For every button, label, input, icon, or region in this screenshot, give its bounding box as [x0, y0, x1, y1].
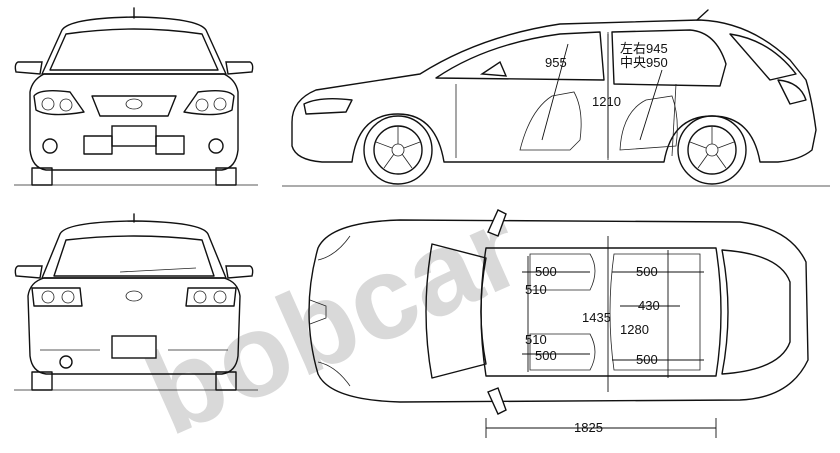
side-rear-seat — [619, 95, 678, 151]
front-body — [29, 73, 239, 171]
rear-tyre-left — [31, 371, 53, 391]
side-rear-spokes — [689, 126, 735, 169]
rear-mirror-right — [225, 265, 254, 279]
side-mirror — [479, 60, 508, 77]
front-headlight-right-lamp-1 — [213, 97, 227, 111]
front-mirror-right — [225, 61, 254, 75]
front-lower-intake — [83, 135, 185, 155]
side-taillight — [777, 79, 807, 105]
front-tyre-right — [215, 167, 237, 186]
rear-exhaust — [59, 355, 73, 369]
front-view — [14, 7, 258, 186]
rear-taillight-right — [185, 287, 237, 307]
top-grille — [309, 299, 327, 325]
front-headlight-left — [33, 89, 85, 116]
side-dim-front-headroom-label: 955 — [545, 55, 567, 70]
top-mirror-left — [487, 209, 507, 237]
side-front-spokes — [375, 126, 421, 169]
top-hood-lines — [317, 235, 351, 387]
top-rear-bench — [609, 253, 701, 371]
rear-window — [53, 235, 215, 277]
side-front-seat — [519, 91, 582, 151]
front-headlight-right — [183, 89, 235, 116]
top-dim-rear-shoulder-label: 1280 — [620, 322, 649, 337]
rear-taillight-left-lamp-2 — [61, 290, 75, 304]
side-quarter-window — [729, 33, 797, 81]
front-headlight-right-lamp-2 — [195, 98, 209, 112]
top-dim-rear-width-lower-label: 500 — [636, 352, 658, 367]
top-body — [308, 219, 809, 403]
side-rear-wheel — [677, 115, 747, 185]
rear-wiper — [119, 267, 197, 273]
front-tyre-left — [31, 167, 53, 186]
top-dim-center-gap-label: 430 — [638, 298, 660, 313]
rear-body — [27, 277, 241, 375]
side-dim-rear-headroom-center-label: 中央950 — [620, 55, 668, 70]
front-license-plate — [111, 125, 157, 147]
top-dim-front-width-lower-label: 500 — [535, 348, 557, 363]
rear-cabin — [41, 220, 227, 279]
top-view: 500 510 510 500 500 500 430 1435 1280 18… — [308, 209, 809, 438]
rear-mirror-left — [14, 265, 43, 279]
top-dim-front-depth-upper-label: 510 — [525, 282, 547, 297]
mazda-logo-front — [125, 98, 143, 110]
rear-taillight-right-lamp-2 — [193, 290, 207, 304]
front-headlight-left-lamp-1 — [41, 97, 55, 111]
side-dim-front-headroom — [541, 43, 569, 141]
rear-taillight-left — [31, 287, 83, 307]
top-mirror-right — [487, 387, 507, 415]
front-cabin — [41, 16, 227, 75]
front-mirror-left — [14, 61, 43, 75]
side-dim-cabin-height-label: 1210 — [592, 94, 621, 109]
rear-view — [14, 213, 258, 391]
side-dim-rear-headroom — [639, 69, 663, 141]
rear-tyre-right — [215, 371, 237, 391]
rear-license-plate — [111, 335, 157, 359]
side-headlight — [303, 97, 353, 115]
side-dim-rear-headroom-lr-label: 左右945 — [620, 41, 668, 56]
side-front-wheel — [363, 115, 433, 185]
mazda-logo-rear — [125, 290, 143, 302]
front-fog-lamp-left — [42, 138, 58, 154]
top-dim-front-shoulder-label: 1435 — [582, 310, 611, 325]
rear-taillight-right-lamp-1 — [213, 290, 227, 304]
side-body — [291, 19, 817, 163]
top-front-seat-left — [529, 253, 596, 291]
top-dim-cabin-length-label: 1825 — [574, 420, 603, 435]
top-front-seat-right — [529, 333, 596, 371]
front-windshield — [49, 28, 219, 71]
top-roof-outline — [480, 247, 722, 377]
top-dim-rear-width-upper-label: 500 — [636, 264, 658, 279]
rear-taillight-left-lamp-1 — [41, 290, 55, 304]
side-rear-window — [611, 29, 727, 87]
side-view: 955 左右945 中央950 1210 — [282, 9, 830, 187]
top-dim-front-width-upper-label: 500 — [535, 264, 557, 279]
front-fog-lamp-right — [208, 138, 224, 154]
side-antenna — [696, 9, 709, 21]
side-rear-door-seam — [671, 83, 677, 157]
front-headlight-left-lamp-2 — [59, 98, 73, 112]
top-dim-front-depth-lower-label: 510 — [525, 332, 547, 347]
top-rear-window — [721, 249, 791, 375]
front-grille — [91, 95, 177, 117]
side-front-window — [435, 31, 605, 81]
